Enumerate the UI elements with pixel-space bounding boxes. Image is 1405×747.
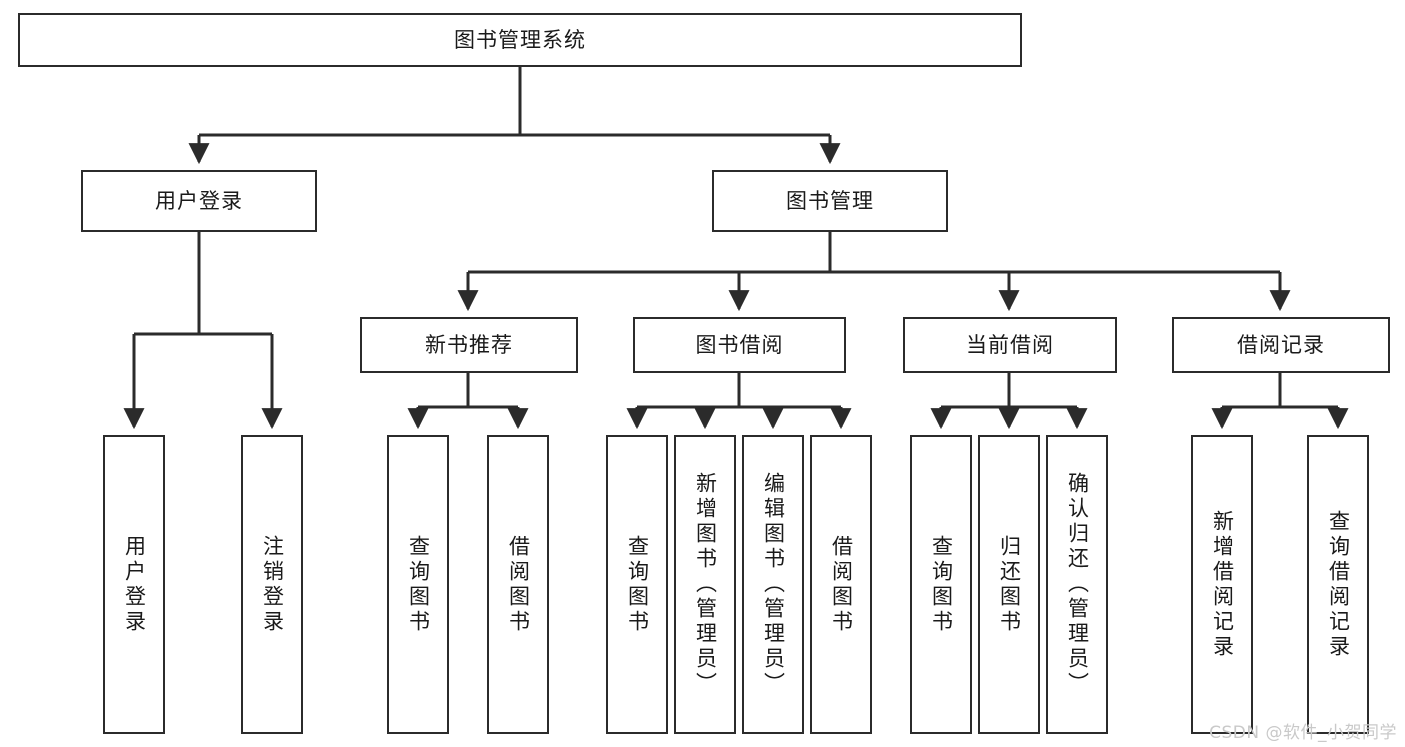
leaf-borrow-record-query[interactable]: 查询借阅记录 <box>1307 435 1369 734</box>
leaf-book-borrow-query[interactable]: 查询图书 <box>606 435 668 734</box>
node-label: 确认归还（管理员） <box>1065 472 1090 697</box>
node-label: 查询图书 <box>929 534 954 635</box>
leaf-user-login-login[interactable]: 用户登录 <box>103 435 165 734</box>
node-root-system[interactable]: 图书管理系统 <box>18 13 1022 67</box>
leaf-current-borrow-query[interactable]: 查询图书 <box>910 435 972 734</box>
node-label: 查询图书 <box>406 534 431 635</box>
leaf-book-borrow-add[interactable]: 新增图书（管理员） <box>674 435 736 734</box>
leaf-book-borrow-edit[interactable]: 编辑图书（管理员） <box>742 435 804 734</box>
leaf-new-book-borrow[interactable]: 借阅图书 <box>487 435 549 734</box>
node-current-borrow[interactable]: 当前借阅 <box>903 317 1117 373</box>
node-label: 借阅图书 <box>506 534 531 635</box>
leaf-borrow-record-add[interactable]: 新增借阅记录 <box>1191 435 1253 734</box>
node-borrow-record[interactable]: 借阅记录 <box>1172 317 1390 373</box>
node-label: 图书管理系统 <box>454 27 586 52</box>
node-book-borrow[interactable]: 图书借阅 <box>633 317 846 373</box>
node-label: 借阅记录 <box>1237 332 1325 357</box>
leaf-user-login-logout[interactable]: 注销登录 <box>241 435 303 734</box>
node-label: 用户登录 <box>122 534 147 635</box>
watermark: CSDN @软件_小贺同学 <box>1209 723 1397 743</box>
node-label: 借阅图书 <box>829 534 854 635</box>
node-label: 注销登录 <box>260 534 285 635</box>
leaf-new-book-query[interactable]: 查询图书 <box>387 435 449 734</box>
node-label: 编辑图书（管理员） <box>761 472 786 697</box>
node-new-book-recommend[interactable]: 新书推荐 <box>360 317 578 373</box>
node-label: 用户登录 <box>155 188 243 213</box>
node-label: 新增借阅记录 <box>1210 509 1235 660</box>
node-label: 查询图书 <box>625 534 650 635</box>
node-label: 新增图书（管理员） <box>693 472 718 697</box>
node-label: 图书借阅 <box>695 332 784 357</box>
node-user-login[interactable]: 用户登录 <box>81 170 317 232</box>
node-label: 图书管理 <box>786 188 874 213</box>
leaf-current-borrow-confirm-return[interactable]: 确认归还（管理员） <box>1046 435 1108 734</box>
node-label: 当前借阅 <box>966 332 1054 357</box>
leaf-current-borrow-return[interactable]: 归还图书 <box>978 435 1040 734</box>
node-label: 归还图书 <box>997 534 1022 635</box>
node-label: 新书推荐 <box>425 332 513 357</box>
leaf-book-borrow-borrow[interactable]: 借阅图书 <box>810 435 872 734</box>
node-label: 查询借阅记录 <box>1326 509 1351 660</box>
node-book-management[interactable]: 图书管理 <box>712 170 948 232</box>
